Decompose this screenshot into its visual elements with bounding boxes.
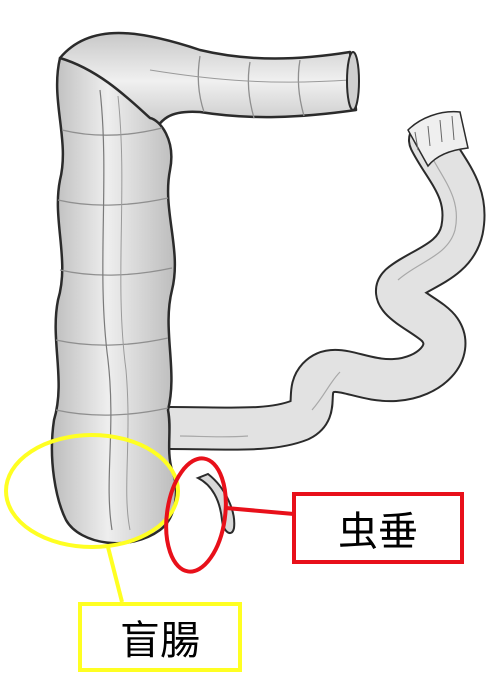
large-intestine	[52, 33, 359, 543]
cecum-leader-line	[108, 547, 122, 602]
appendix-shape	[198, 474, 234, 533]
appendix-leader-line	[226, 508, 294, 514]
appendix-label: 虫垂	[292, 492, 464, 564]
small-intestine	[170, 140, 464, 437]
cecum-label: 盲腸	[78, 602, 242, 672]
